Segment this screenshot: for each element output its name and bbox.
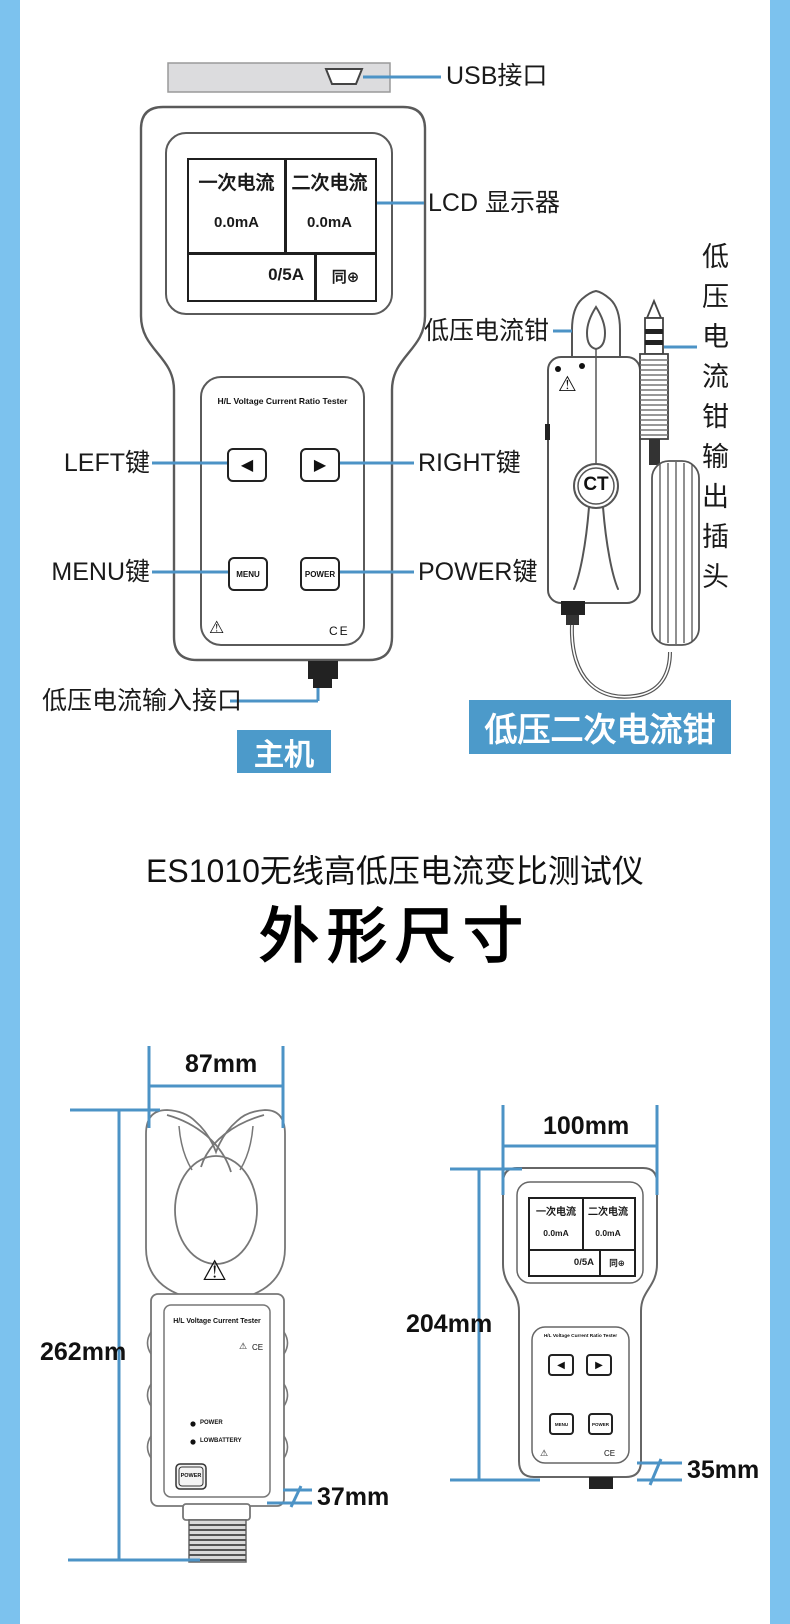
host-width-dim: 100mm (543, 1112, 630, 1140)
power-button: POWER (300, 557, 340, 591)
left-border-bar (0, 0, 20, 1624)
lowbattery-led-label: LOWBATTERY (200, 1438, 242, 1444)
mini-warning-icon: ⚠ (540, 1448, 549, 1458)
usb-strip-drawing (167, 62, 391, 93)
hv-clamp-ce-icon: CE (252, 1343, 264, 1352)
mini-usb-port-icon (324, 68, 364, 85)
usb-port-label: USB接口 (446, 62, 548, 90)
hv-clamp-warning-icon: ⚠ (202, 1255, 228, 1286)
clamp-height-dim: 262mm (40, 1338, 127, 1366)
main-unit-caption: 主机 (237, 730, 331, 773)
hv-clamp-drawing (145, 1109, 289, 1563)
clamp-warning-icon: ⚠ (558, 373, 577, 396)
host-height-dim: 204mm (406, 1310, 493, 1338)
left-key-label: LEFT键 (63, 449, 150, 477)
mini-ce-icon: CE (604, 1449, 616, 1458)
right-arrow-button: ▶ (300, 448, 340, 482)
lowbattery-led (190, 1439, 196, 1445)
lv-clamp-label: 低压电流钳 (424, 317, 550, 345)
mini-power-button: POWER (588, 1413, 613, 1435)
warning-icon: ⚠ (209, 618, 225, 637)
right-key-label: RIGHT键 (418, 449, 521, 477)
power-led (190, 1421, 196, 1427)
lcd-primary-current-value: 0.0mA (213, 214, 260, 231)
output-plug-drawing (639, 298, 700, 646)
mini-lcd-secondary-value: 0.0mA (595, 1228, 621, 1238)
clamp-depth-dim: 37mm (317, 1483, 390, 1511)
mini-lcd-primary-header: 一次电流 (536, 1207, 576, 1218)
lv-clamp-drawing (545, 289, 672, 699)
leader-lines (152, 75, 697, 703)
input-port-connector (308, 661, 338, 679)
ce-mark-icon: CE (329, 624, 350, 638)
hv-clamp-brand-text: H/L Voltage Current Tester (173, 1318, 261, 1325)
mini-menu-button: MENU (549, 1413, 574, 1435)
mini-input-connector (589, 1477, 613, 1489)
power-key-label: POWER键 (418, 558, 538, 586)
dimensions-heading: 外形尺寸 (259, 903, 531, 970)
power-led-label: POWER (200, 1420, 223, 1426)
mini-lcd-secondary-header: 二次电流 (588, 1207, 628, 1218)
menu-button: MENU (228, 557, 268, 591)
lcd-phase-indicator: 同⊕ (331, 269, 360, 286)
main-unit-brand-text: H/L Voltage Current Ratio Tester (217, 396, 348, 406)
host-depth-dim: 35mm (687, 1456, 760, 1484)
ct-badge-label: CT (583, 474, 609, 495)
dimension-lines (68, 1046, 682, 1562)
input-port-label: 低压电流输入接口 (42, 687, 243, 715)
lcd-range-value: 0/5A (268, 265, 304, 284)
plug-output-vertical-label: 低压电流钳输出插头 (698, 242, 728, 602)
main-lcd-screen: 一次电流 二次电流 0.0mA 0.0mA 0/5A 同⊕ (187, 158, 377, 302)
lcd-secondary-current-header: 二次电流 (291, 173, 368, 194)
model-title: ES1010无线高低压电流变比测试仪 (146, 853, 644, 889)
mini-lcd-screen: 一次电流 二次电流 0.0mA 0.0mA 0/5A 同⊕ (528, 1197, 636, 1277)
clamp-width-dim: 87mm (185, 1050, 258, 1078)
mini-left-arrow-button: ◀ (548, 1354, 574, 1376)
lcd-display-label: LCD 显示器 (428, 189, 560, 217)
menu-key-label: MENU键 (51, 558, 150, 586)
left-arrow-button: ◀ (227, 448, 267, 482)
mini-right-arrow-button: ▶ (586, 1354, 612, 1376)
lv-secondary-clamp-caption: 低压二次电流钳 (469, 700, 731, 754)
mini-lcd-primary-value: 0.0mA (543, 1228, 569, 1238)
plug-tip (645, 298, 663, 319)
mini-host-brand-text: H/L Voltage Current Ratio Tester (543, 1334, 618, 1339)
mini-lcd-phase-indicator: 同⊕ (609, 1258, 625, 1268)
mini-lcd-range-value: 0/5A (573, 1257, 594, 1268)
hv-clamp-power-button-label: POWER (180, 1473, 202, 1479)
power-button-drawing (175, 1463, 207, 1490)
hv-clamp-warning-small-icon: ⚠ (239, 1341, 248, 1351)
lcd-secondary-current-value: 0.0mA (306, 214, 353, 231)
right-border-bar (770, 0, 790, 1624)
lcd-primary-current-header: 一次电流 (198, 173, 275, 194)
